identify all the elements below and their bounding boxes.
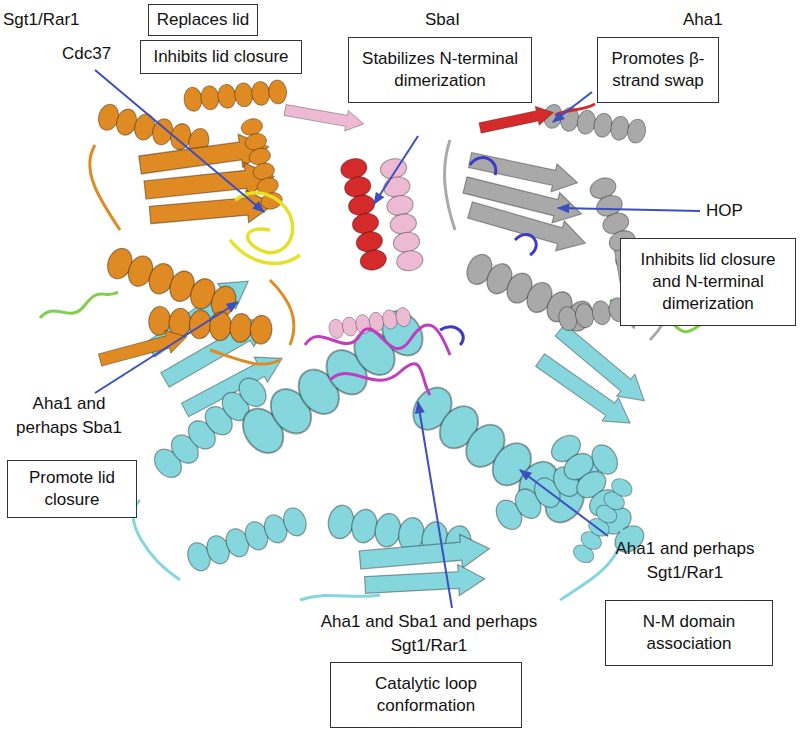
box-text: Promote lid closure — [14, 467, 130, 511]
protein-label: HOP — [706, 199, 766, 223]
protein-label: Sgt1/Rar1 — [3, 8, 123, 32]
alpha-helix — [103, 245, 239, 320]
leader-arrow — [95, 70, 264, 212]
alpha-helix — [183, 79, 288, 112]
leader-arrows — [95, 70, 700, 608]
leader-arrow — [95, 302, 238, 393]
alpha-helix — [184, 505, 310, 574]
annotation-box: Stabilizes N-terminal dimerization — [348, 37, 532, 103]
protein-label: Aha1 and Sba1 and perhaps Sgt1/Rar1 — [300, 610, 558, 658]
beta-strand — [97, 325, 190, 371]
leader-arrow — [558, 208, 700, 211]
leader-arrow — [520, 470, 608, 536]
annotation-box: Promotes β-strand swap — [597, 37, 719, 103]
annotation-box: Catalytic loop conformation — [330, 662, 522, 728]
leader-arrow — [418, 402, 452, 608]
box-text: Inhibits lid closure — [147, 46, 295, 68]
beta-strand — [466, 195, 590, 258]
annotation-box: Inhibits lid closure — [140, 40, 302, 74]
protein-label: Cdc37 — [62, 42, 132, 66]
annotation-box: Promote lid closure — [7, 460, 137, 518]
lid-helix — [339, 156, 388, 272]
box-text: Replaces lid — [155, 9, 251, 31]
box-text: N-M domain association — [612, 611, 766, 655]
cdc37-site — [230, 193, 300, 264]
n-domain-left — [90, 79, 294, 371]
coil — [134, 500, 622, 600]
linker-tail — [40, 292, 118, 318]
leader-arrow — [374, 136, 418, 204]
beta-strand — [532, 348, 639, 435]
beta-strand — [359, 532, 491, 577]
catalytic-loop — [305, 325, 450, 395]
annotation-box: N-M domain association — [605, 600, 773, 666]
protein-label: Aha1 and perhaps Sba1 — [10, 392, 128, 440]
active-site-loop — [440, 158, 536, 345]
box-text: Promotes β-strand swap — [604, 48, 712, 92]
protein-label: Aha1 — [683, 8, 743, 32]
annotation-box: Replaces lid — [148, 4, 258, 36]
swapped-strand — [478, 103, 555, 138]
box-text: Inhibits lid closure and N-terminal dime… — [627, 249, 789, 315]
protein-label: SbaI — [425, 8, 485, 32]
box-text: Stabilizes N-terminal dimerization — [355, 48, 525, 92]
alpha-helix — [542, 103, 648, 145]
beta-strand — [283, 100, 365, 134]
annotation-box: Inhibits lid closure and N-terminal dime… — [620, 238, 796, 326]
protein-label: Aha1 and perhaps Sgt1/Rar1 — [595, 537, 775, 585]
alpha-helix — [328, 306, 412, 339]
leader-arrow — [553, 92, 592, 122]
box-text: Catalytic loop conformation — [337, 673, 515, 717]
beta-strand — [364, 563, 485, 600]
